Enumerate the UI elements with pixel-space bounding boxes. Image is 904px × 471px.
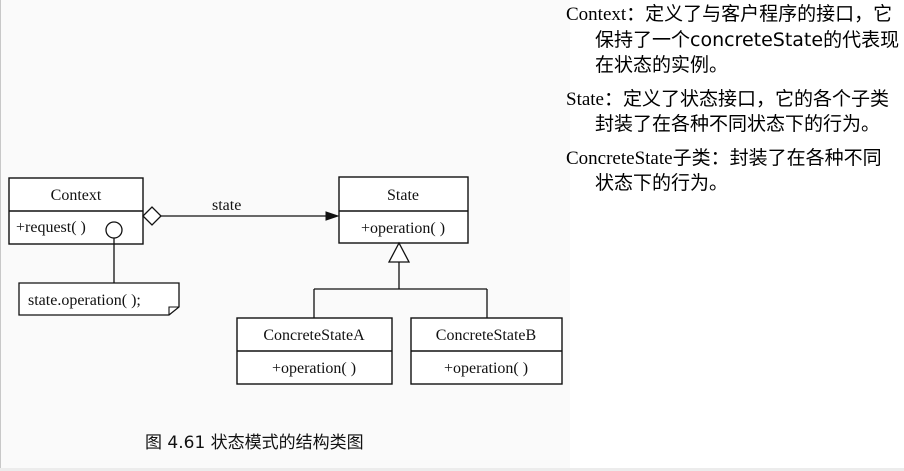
description-concrete-state: ConcreteState子类：封装了在各种不同状态下的行为。 [566, 146, 900, 197]
state-class: State +operation( ) [338, 176, 469, 244]
description-context: Context：定义了与客户程序的接口，它保持了一个concreteState的… [566, 2, 900, 79]
concrete-state-a-name: ConcreteStateA [263, 327, 365, 344]
context-class-operation: +request( ) [16, 219, 86, 236]
description-text: 子类：封装了在各种不同状态下的行为。 [595, 146, 882, 195]
description-panel: Context：定义了与客户程序的接口，它保持了一个concreteState的… [566, 2, 900, 205]
concrete-state-a-operation: +operation( ) [272, 360, 356, 377]
description-state: State：定义了状态接口，它的各个子类封装了在各种不同状态下的行为。 [566, 87, 900, 138]
concrete-state-b-operation: +operation( ) [444, 360, 528, 377]
concrete-state-b-class: ConcreteStateB +operation( ) [410, 317, 563, 385]
note-box: state.operation( ); [18, 282, 180, 316]
description-term: State [566, 88, 604, 110]
context-class: Context +request( ) [8, 177, 144, 245]
slide-border [0, 0, 1, 471]
state-class-operation: +operation( ) [361, 220, 445, 237]
description-term: Context [566, 4, 627, 25]
slide-border-bottom [0, 468, 904, 471]
generalization-arrowhead [387, 241, 411, 263]
context-class-name: Context [51, 187, 102, 204]
state-class-name: State [387, 187, 419, 204]
description-term: ConcreteState [566, 147, 673, 169]
description-text: ：定义了与客户程序的接口，它保持了一个concreteState的代表现在状态的… [595, 3, 900, 76]
note-text: state.operation( ); [28, 292, 141, 309]
description-text: ：定义了状态接口，它的各个子类封装了在各种不同状态下的行为。 [595, 87, 890, 136]
figure-caption: 图 4.61 状态模式的结构类图 [145, 433, 364, 453]
state-pattern-class-diagram: Context +request( ) state.operation( ); … [8, 176, 563, 453]
note-anchor-circle [105, 221, 123, 239]
concrete-state-b-name: ConcreteStateB [436, 327, 536, 344]
concrete-state-a-class: ConcreteStateA +operation( ) [236, 317, 393, 385]
association-arrowhead [325, 211, 340, 221]
aggregation-diamond [142, 206, 162, 226]
association-label: state [212, 197, 241, 214]
